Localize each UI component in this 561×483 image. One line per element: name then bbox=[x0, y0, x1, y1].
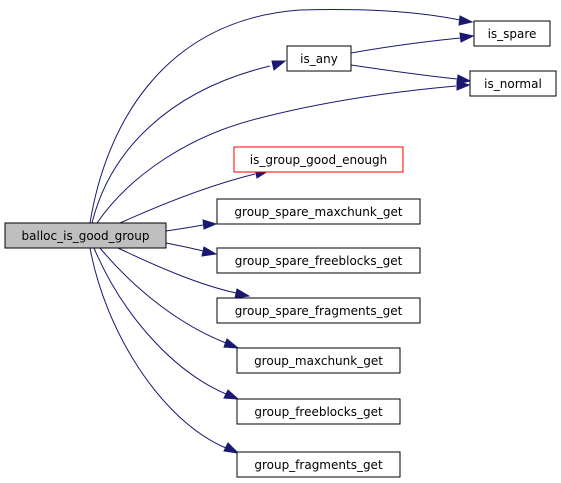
node-is-normal[interactable]: is_normal bbox=[469, 70, 557, 97]
node-box bbox=[236, 347, 401, 374]
node-box bbox=[4, 222, 167, 249]
edge-balloc-to-is-any bbox=[91, 60, 287, 224]
node-label: group_maxchunk_get bbox=[254, 354, 383, 368]
node-label: is_spare bbox=[488, 27, 537, 41]
node-label: group_spare_maxchunk_get bbox=[234, 205, 402, 219]
node-group-spare-freeblocks-get[interactable]: group_spare_freeblocks_get bbox=[216, 247, 421, 274]
edge-balloc-to-group-freeblocks-get bbox=[93, 247, 240, 400]
node-label: is_group_good_enough bbox=[250, 153, 388, 167]
node-group-spare-fragments-get[interactable]: group_spare_fragments_get bbox=[216, 297, 421, 324]
node-box bbox=[233, 146, 404, 173]
node-balloc-is-good-group[interactable]: balloc_is_good_group bbox=[4, 222, 167, 249]
node-box bbox=[286, 45, 352, 72]
node-box bbox=[473, 20, 551, 47]
edge-balloc-to-group-spare-maxchunk-get bbox=[165, 219, 218, 232]
node-label: is_normal bbox=[484, 77, 542, 91]
edge-balloc-to-group-spare-fragments-get bbox=[117, 247, 251, 299]
edge-balloc-to-is-spare bbox=[89, 9, 474, 224]
node-box bbox=[236, 451, 401, 478]
node-is-group-good-enough[interactable]: is_group_good_enough bbox=[233, 146, 404, 173]
node-label: group_fragments_get bbox=[254, 458, 383, 472]
node-box bbox=[216, 297, 421, 324]
node-label: balloc_is_good_group bbox=[22, 229, 150, 243]
node-label: group_freeblocks_get bbox=[254, 405, 383, 419]
node-group-maxchunk-get[interactable]: group_maxchunk_get bbox=[236, 347, 401, 374]
node-box bbox=[469, 70, 557, 97]
edge-balloc-to-group-fragments-get bbox=[89, 247, 240, 454]
node-group-spare-maxchunk-get[interactable]: group_spare_maxchunk_get bbox=[216, 198, 421, 225]
node-is-any[interactable]: is_any bbox=[286, 45, 352, 72]
edge-is-any-to-is-normal bbox=[350, 64, 472, 85]
node-label: group_spare_fragments_get bbox=[235, 304, 403, 318]
edge-is-any-to-is-spare bbox=[350, 32, 475, 54]
node-is-spare[interactable]: is_spare bbox=[473, 20, 551, 47]
edge-balloc-to-group-spare-freeblocks-get bbox=[165, 242, 218, 257]
node-box bbox=[236, 398, 401, 425]
node-box bbox=[216, 247, 421, 274]
nodes: balloc_is_good_group is_any is_spare is_… bbox=[4, 20, 557, 478]
edge-balloc-to-group-maxchunk-get bbox=[99, 247, 240, 349]
node-group-fragments-get[interactable]: group_fragments_get bbox=[236, 451, 401, 478]
node-box bbox=[216, 198, 421, 225]
node-label: is_any bbox=[300, 52, 338, 66]
node-group-freeblocks-get[interactable]: group_freeblocks_get bbox=[236, 398, 401, 425]
node-label: group_spare_freeblocks_get bbox=[235, 254, 403, 268]
